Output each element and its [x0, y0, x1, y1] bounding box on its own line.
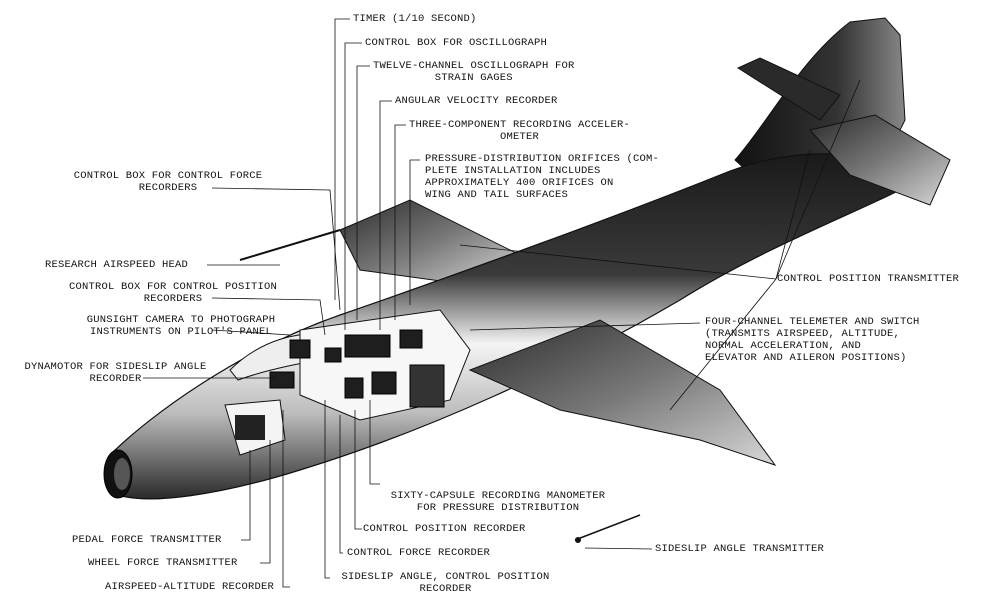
right-wing — [468, 319, 777, 466]
label-timer: TIMER (1/10 SECOND) — [353, 13, 477, 25]
label-pressure-distribution-orifices: PRESSURE-DISTRIBUTION ORIFICES (COM-PLET… — [425, 153, 660, 201]
sideslip-boom — [574, 514, 641, 541]
label-angular-velocity-recorder: ANGULAR VELOCITY RECORDER — [395, 95, 558, 107]
label-wheel-force-transmitter: WHEEL FORCE TRANSMITTER — [88, 557, 238, 569]
label-sideslip-angle-transmitter: SIDESLIP ANGLE TRANSMITTER — [655, 543, 825, 555]
left-stabilizer — [736, 57, 841, 121]
right-stabilizer — [809, 114, 951, 206]
label-control-box-oscillograph: CONTROL BOX FOR OSCILLOGRAPH — [365, 37, 548, 49]
label-control-position-recorder: CONTROL POSITION RECORDER — [363, 523, 526, 535]
label-four-channel-telemeter: FOUR-CHANNEL TELEMETER AND SWITCH(TRANSM… — [705, 316, 920, 364]
airspeed-boom — [239, 229, 341, 261]
label-pedal-force-transmitter: PEDAL FORCE TRANSMITTER — [72, 534, 222, 546]
label-control-position-transmitter: CONTROL POSITION TRANSMITTER — [777, 273, 960, 285]
label-control-force-recorder: CONTROL FORCE RECORDER — [347, 547, 491, 559]
label-airspeed-altitude-recorder: AIRSPEED-ALTITUDE RECORDER — [105, 581, 275, 593]
label-research-airspeed-head: RESEARCH AIRSPEED HEAD — [45, 259, 189, 271]
label-three-component-accelerometer: THREE-COMPONENT RECORDING ACCELER-OMETER — [409, 119, 631, 143]
